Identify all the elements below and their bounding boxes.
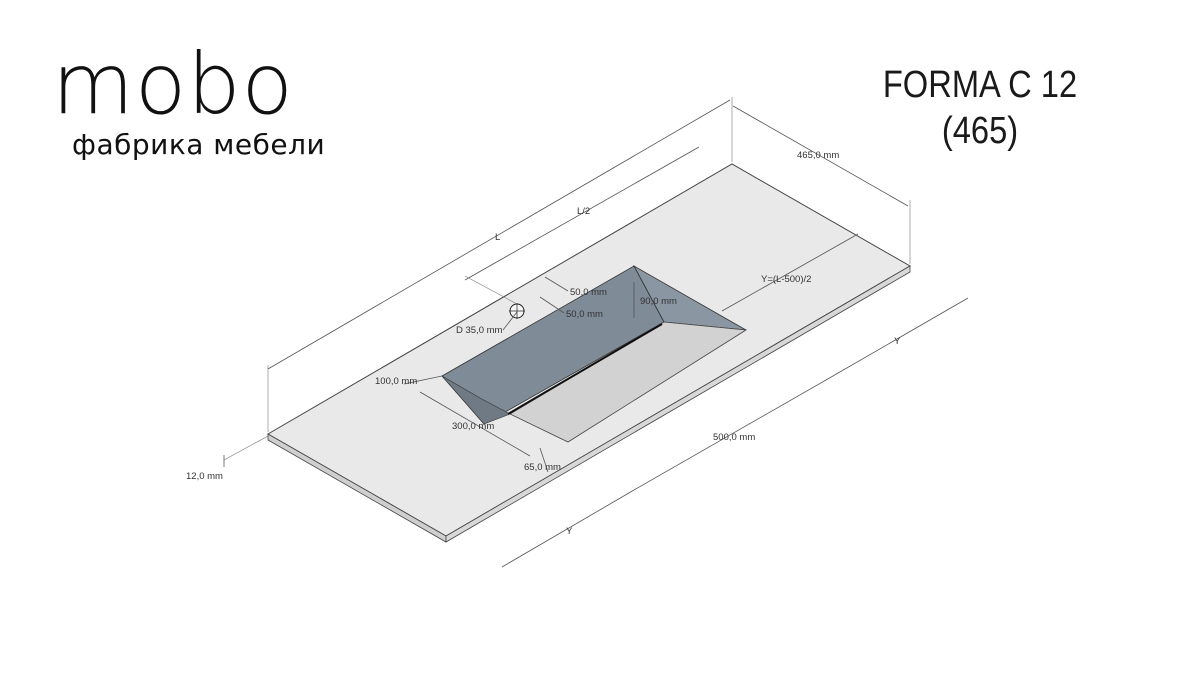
dim-depth-label: 465,0 mm xyxy=(797,150,839,161)
brand-logo: mobo фабрика мебели xyxy=(52,42,352,167)
brand-tagline: фабрика мебели xyxy=(72,128,326,161)
dim-basin-300-label: 300,0 mm xyxy=(452,421,494,432)
dim-half-length-label: L/2 xyxy=(577,206,590,217)
dim-thickness-ext xyxy=(223,435,269,461)
dim-half-length-ext xyxy=(464,275,518,305)
dim-basin-300-line xyxy=(419,391,531,457)
dim-half-length-line xyxy=(464,146,700,281)
product-model: FORMA C 12 xyxy=(882,64,1078,106)
dim-depth-line xyxy=(732,105,909,207)
dim-slope-90-label: 90,0 mm xyxy=(640,296,677,307)
dim-length-line xyxy=(267,99,731,370)
dim-thickness-label: 12,0 mm xyxy=(186,471,223,482)
dim-front-65-label: 65,0 mm xyxy=(524,462,561,473)
dim-basin-500-label: 500,0 mm xyxy=(713,432,755,443)
basin-drain-slot xyxy=(507,323,663,415)
dim-y-front-line xyxy=(501,489,635,568)
dim-y-front-label: Y xyxy=(566,526,573,537)
product-title: FORMA C 12 (465) xyxy=(840,62,1120,154)
dim-y-formula-label: Y=(L-500)/2 xyxy=(761,274,811,285)
dim-front-65-line xyxy=(539,447,549,473)
dim-edge-100-label: 100,0 mm xyxy=(375,376,417,387)
dim-length-label: L xyxy=(495,232,500,243)
dim-edge-100-line xyxy=(403,375,443,385)
dim-y-right-line xyxy=(825,297,969,381)
brand-name: mobo xyxy=(52,35,294,133)
dim-offset-50b-line xyxy=(539,296,565,314)
dim-offset-50a-line xyxy=(544,276,569,292)
dim-basin-500-line xyxy=(633,379,827,491)
dim-y-right-label: Y xyxy=(894,336,901,347)
product-size: (465) xyxy=(941,110,1019,152)
countertop-right-edge xyxy=(445,265,911,543)
dim-hole-leader xyxy=(502,311,518,331)
dim-offset-50b-label: 50,0 mm xyxy=(566,309,603,320)
dim-y-formula-line xyxy=(721,233,859,312)
dim-offset-50a-label: 50,0 mm xyxy=(570,287,607,298)
dim-hole-label: D 35,0 mm xyxy=(456,325,503,336)
